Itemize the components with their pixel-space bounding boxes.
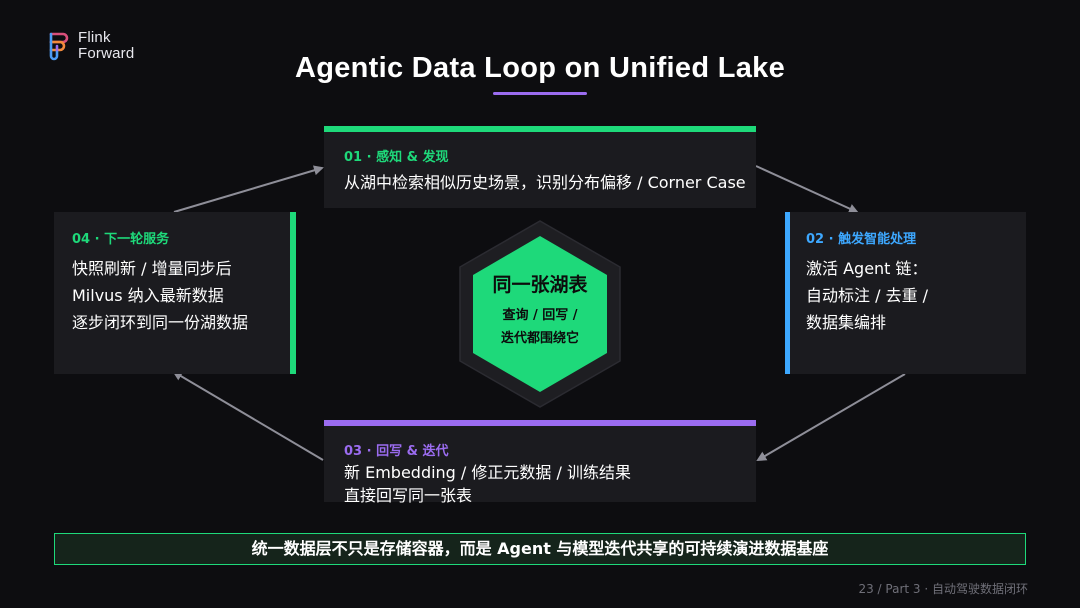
- card-step-label: 01 · 感知 & 发现: [344, 150, 449, 165]
- card-line: 数据集编排: [806, 313, 887, 332]
- card-line: 逐步闭环到同一份湖数据: [72, 313, 249, 332]
- card-body: 新 Embedding / 修正元数据 / 训练结果 直接回写同一张表: [344, 461, 756, 507]
- card-step-label: 03 · 回写 & 迭代: [344, 444, 449, 459]
- card-line: 快照刷新 / 增量同步后: [72, 259, 232, 278]
- brand-text: Flink Forward: [78, 30, 134, 62]
- card-body: 激活 Agent 链： 自动标注 / 去重 / 数据集编排: [806, 255, 1026, 336]
- arrow-02-to-03: [756, 373, 906, 462]
- slide-footer: 23 / Part 3 · 自动驾驶数据闭环: [858, 582, 1028, 596]
- card-body: 快照刷新 / 增量同步后 Milvus 纳入最新数据 逐步闭环到同一份湖数据: [72, 255, 290, 336]
- card-line: Milvus 纳入最新数据: [72, 286, 224, 305]
- card-01-perceive-discover: 01 · 感知 & 发现 从湖中检索相似历史场景，识别分布偏移 / Corner…: [324, 126, 756, 208]
- center-subtitle: 查询 / 回写 / 迭代都围绕它: [470, 304, 610, 350]
- card-line: 自动标注 / 去重 /: [806, 286, 929, 305]
- center-line: 迭代都围绕它: [500, 331, 579, 346]
- flink-forward-logo: Flink Forward: [44, 30, 134, 62]
- slide-title: Agentic Data Loop on Unified Lake: [294, 52, 786, 84]
- arrow-03-to-04: [172, 370, 324, 461]
- card-line: 从湖中检索相似历史场景，识别分布偏移 / Corner Case: [344, 173, 746, 192]
- brand-line1: Flink: [78, 29, 111, 46]
- card-step-label: 04 · 下一轮服务: [72, 232, 170, 247]
- card-body: 从湖中检索相似历史场景，识别分布偏移 / Corner Case: [344, 169, 756, 196]
- card-line: 新 Embedding / 修正元数据 / 训练结果: [344, 463, 631, 482]
- hexagon-inner: [473, 236, 607, 392]
- flink-forward-logo-icon: [49, 32, 69, 61]
- card-line: 激活 Agent 链：: [806, 259, 928, 278]
- arrow-01-to-02: [755, 165, 859, 214]
- center-title: 同一张湖表: [492, 274, 588, 296]
- card-step-label: 02 · 触发智能处理: [806, 232, 917, 247]
- title-underline: [493, 92, 587, 95]
- arrow-04-to-01: [173, 165, 324, 213]
- card-04-next-round-service: 04 · 下一轮服务 快照刷新 / 增量同步后 Milvus 纳入最新数据 逐步…: [54, 212, 296, 374]
- center-line: 查询 / 回写 /: [502, 308, 578, 323]
- card-03-writeback-iterate: 03 · 回写 & 迭代 新 Embedding / 修正元数据 / 训练结果 …: [324, 420, 756, 505]
- brand-line2: Forward: [78, 45, 135, 62]
- summary-banner: 统一数据层不只是存储容器，而是 Agent 与模型迭代共享的可持续演进数据基座: [54, 533, 1026, 565]
- card-line: 直接回写同一张表: [344, 486, 473, 505]
- card-02-trigger-processing: 02 · 触发智能处理 激活 Agent 链： 自动标注 / 去重 / 数据集编…: [785, 212, 1026, 374]
